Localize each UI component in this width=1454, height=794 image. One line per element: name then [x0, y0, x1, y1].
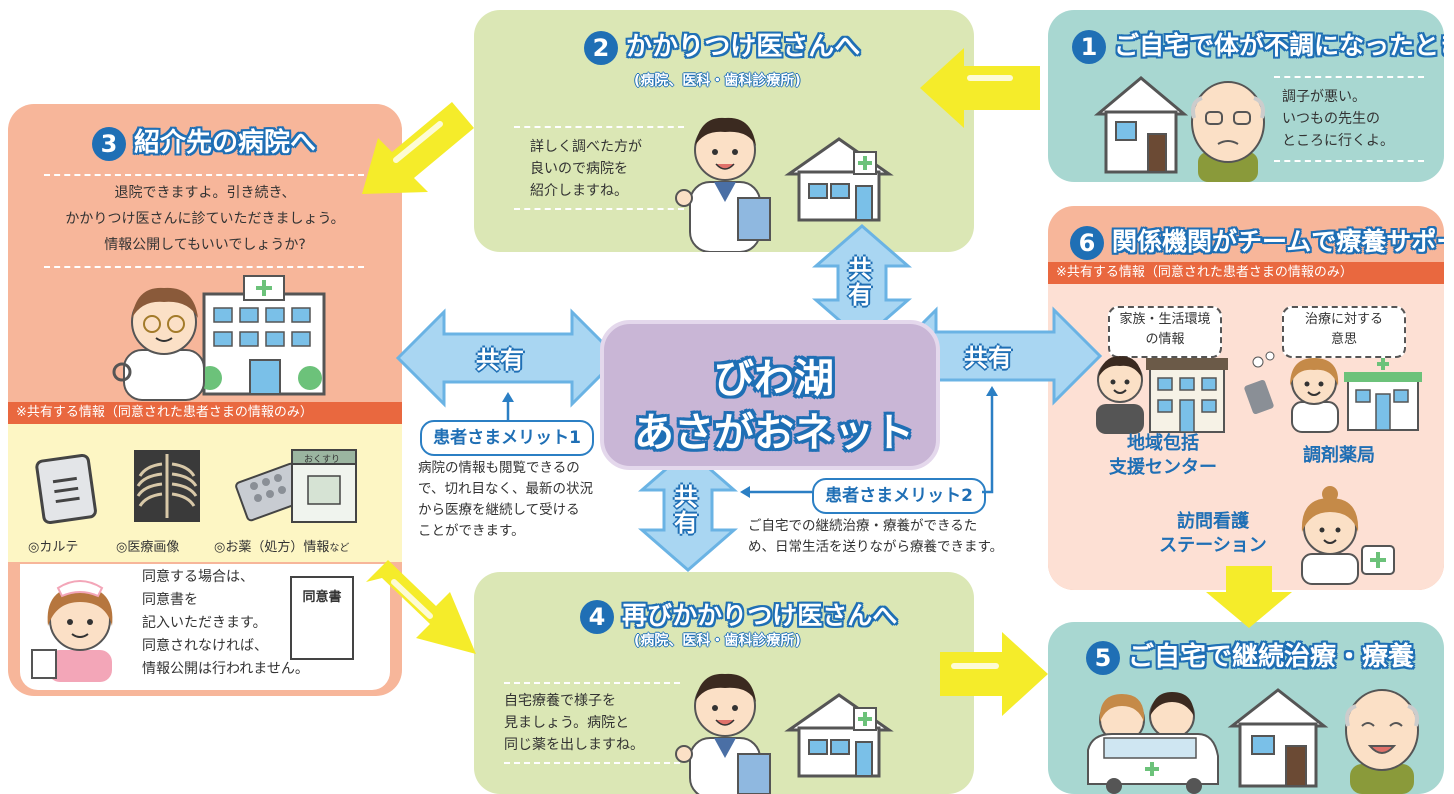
visiting-nurse-illustration: [1301, 486, 1395, 585]
step3-share-band: ※共有する情報（同意された患者さまの情報のみ）: [8, 402, 402, 424]
step3-number: 3: [92, 126, 126, 161]
merit2-text: ご自宅での継続治療・療養ができるため、日常生活を送りながら療養できます。: [748, 518, 1004, 555]
step6-number: 6: [1070, 226, 1104, 260]
share-label-right: 共有: [964, 344, 1012, 372]
care-manager-illustration: [1096, 356, 1228, 434]
center-title-line2: あさがおネット: [634, 410, 914, 456]
house-icon-2: [1227, 688, 1329, 788]
house-icon: [1093, 76, 1189, 174]
step4-number: 4: [580, 600, 614, 634]
step1-number: 1: [1072, 30, 1106, 64]
arrow-2-to-3: [362, 102, 474, 194]
share-label-top: 共有: [848, 255, 872, 309]
step3-speech: 退院できますよ。引き続き、かかりつけ医さんに診ていただきましょう。情報公開しても…: [65, 185, 345, 253]
share-label-left: 共有: [476, 346, 524, 374]
org-pharmacy: 調剤薬局: [1303, 445, 1375, 466]
elderly-man-smiling-illustration: [1345, 689, 1419, 794]
merit1-text: 病院の情報も閲覧できるので、切れ目なく、最新の状況から医療を継続して受けることが…: [418, 460, 593, 539]
bubble-treatment-intention: 治療に対する意思: [1282, 306, 1406, 358]
merit1-label: 患者さまメリット1: [420, 420, 594, 456]
consent-document-icon: 同意書: [290, 576, 354, 660]
step6-share-band: ※共有する情報（同意された患者さまの情報のみ）: [1048, 262, 1444, 284]
doctor-illustration: [675, 117, 771, 252]
share-arrow-bottom: [637, 448, 739, 572]
item-medical-image: ◎医療画像: [116, 540, 180, 555]
merit2-label: 患者さまメリット2: [812, 478, 986, 514]
step5-number: 5: [1086, 640, 1120, 675]
arrow-6-to-5: [1206, 566, 1292, 628]
pharmacist-illustration: [1244, 351, 1422, 433]
center-network-box: びわ湖 あさがおネット: [600, 320, 940, 470]
center-title-line1: びわ湖: [714, 356, 834, 402]
consent-document-label: 同意書: [302, 590, 342, 605]
medicine-bag-icon: [235, 449, 357, 523]
nurse-illustration: [31, 580, 113, 682]
arrow-4-to-5: [940, 632, 1048, 716]
org-visiting-nurse-station: 訪問看護ステーション: [1159, 511, 1267, 556]
merit2-connector: [740, 386, 998, 498]
step4-speech: 自宅療養で様子を見ましょう。病院と同じ薬を出しますね。: [504, 693, 644, 753]
item-karte: ◎カルテ: [28, 540, 79, 555]
elderly-man-illustration: [1191, 81, 1265, 182]
doctor-illustration-2: [675, 673, 771, 794]
merit1-connector: [502, 392, 514, 422]
step2-speech: 詳しく調べた方が良いので病院を紹介しますね。: [530, 139, 642, 199]
step6-title: 6関係機関がチームで療養サポート: [1070, 222, 1444, 260]
step3-consent-text: 同意する場合は、同意書を記入いただきます。同意されなければ、情報公開は行われませ…: [142, 569, 309, 677]
bubble-family-info: 家族・生活環境の情報: [1108, 306, 1222, 358]
step2-number: 2: [584, 30, 618, 65]
arrow-1-to-2: [920, 48, 1040, 128]
home-care-car-illustration: [1087, 692, 1219, 794]
step1-speech: 調子が悪い。いつもの先生のところに行くよ。: [1282, 89, 1394, 149]
step2-subtitle: (病院、医科・歯科診療所): [634, 73, 801, 89]
arrow-3-to-4: [366, 560, 476, 654]
clinic-icon-2: [784, 693, 894, 778]
item-prescription: ◎お薬（処方）情報など: [214, 540, 350, 555]
xray-image-icon: [134, 450, 200, 522]
clinic-icon: [784, 137, 894, 222]
step6-panel: 6関係機関がチームで療養サポート ※共有する情報（同意された患者さまの情報のみ）…: [1048, 206, 1444, 590]
medicine-bag-label: おくすり: [304, 455, 341, 465]
chart-clipboard-icon: [35, 453, 97, 525]
org-community-support-center: 地域包括支援センター: [1109, 433, 1217, 478]
step4-subtitle: (病院、医科・歯科診療所): [634, 633, 801, 649]
hospital-doctor-illustration: [112, 275, 326, 401]
share-label-bottom: 共有: [674, 483, 698, 537]
